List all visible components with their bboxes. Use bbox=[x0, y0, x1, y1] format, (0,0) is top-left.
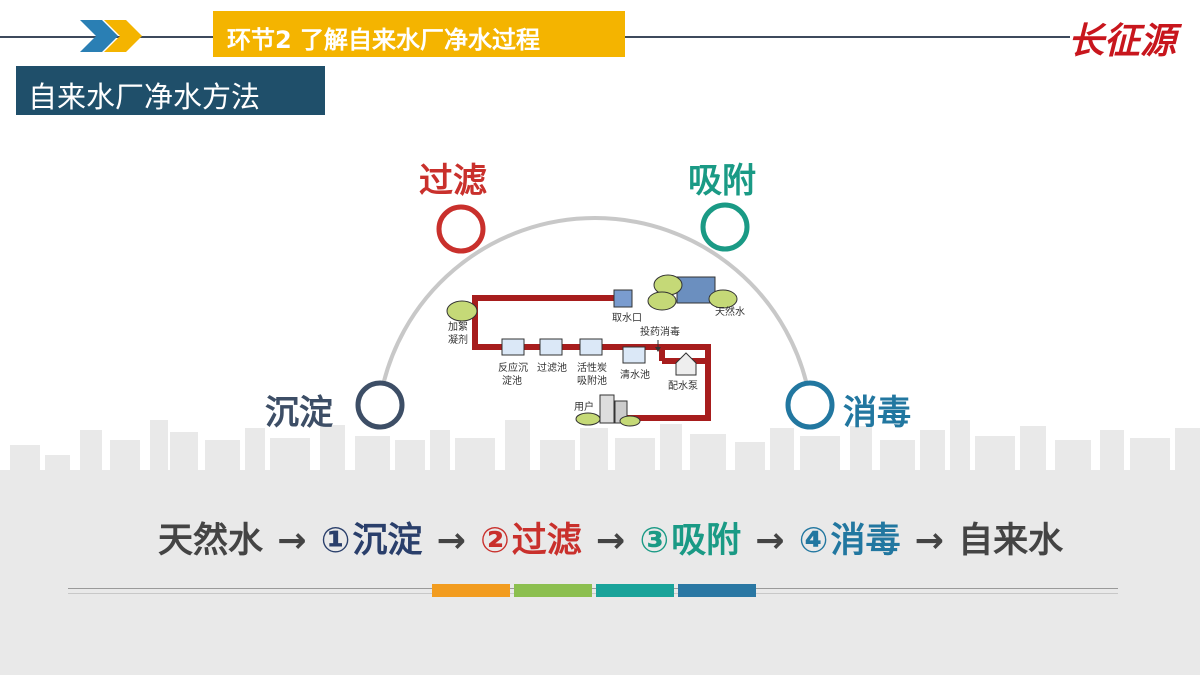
label-user: 用户 bbox=[574, 400, 594, 413]
method-label-sedimentation: 沉淀 bbox=[265, 393, 333, 433]
sedimentation-circle bbox=[355, 380, 405, 430]
intake-box bbox=[613, 289, 633, 308]
flow-step-3-num: ③ bbox=[639, 521, 670, 561]
flow-arrow: → bbox=[914, 521, 944, 561]
flow-arrow: → bbox=[277, 521, 307, 561]
flow-arrow: → bbox=[595, 521, 626, 561]
flow-end: 自来水 bbox=[958, 521, 1064, 561]
flow-start: 天然水 bbox=[158, 521, 264, 561]
label-clear-water: 清水池 bbox=[620, 368, 650, 381]
label-coagulant-1: 加絮 bbox=[448, 320, 468, 333]
section-title-tab: 环节2 了解自来水厂净水过程 bbox=[213, 11, 625, 57]
flow-step-2-label: 过滤 bbox=[511, 521, 582, 561]
label-natural-water: 天然水 bbox=[715, 305, 745, 318]
user-building bbox=[599, 394, 615, 424]
filter-tank bbox=[539, 338, 563, 356]
method-arc bbox=[378, 216, 812, 401]
label-pump: 配水泵 bbox=[668, 380, 698, 392]
disinfection-circle bbox=[785, 380, 835, 430]
label-intake: 取水口 bbox=[612, 312, 642, 324]
adsorption-circle bbox=[700, 202, 750, 252]
flow-step-1-num: ① bbox=[320, 521, 351, 561]
method-label-adsorption: 吸附 bbox=[688, 161, 756, 201]
water-plant-diagram: 取水口 天然水 加絮 凝剂 投药消毒 反应沉 淀池 过滤池 活性炭 吸附池 清水… bbox=[446, 274, 745, 427]
subtitle-text: 自来水厂净水方法 bbox=[28, 80, 261, 114]
bottom-bar-orange bbox=[432, 584, 510, 597]
brand-logo: 长征源 bbox=[1068, 20, 1177, 62]
flow-arrow: → bbox=[755, 521, 785, 561]
method-label-filtration: 过滤 bbox=[419, 161, 487, 201]
bottom-bar-blue bbox=[678, 584, 756, 597]
flow-step-4-label: 消毒 bbox=[830, 521, 901, 561]
label-sedimentation-1: 反应沉 bbox=[498, 361, 528, 374]
carbon-tank bbox=[579, 338, 603, 356]
bottom-bar-teal bbox=[596, 584, 674, 597]
process-flow-row: 天然水 → ①沉淀 → ②过滤 → ③吸附 → ④消毒 → 自来水 bbox=[158, 512, 1065, 563]
pump-house bbox=[675, 352, 697, 376]
flow-step-3-label: 吸附 bbox=[671, 521, 742, 561]
label-filter: 过滤池 bbox=[537, 361, 567, 374]
label-carbon-1: 活性炭 bbox=[577, 361, 607, 374]
label-sedimentation-2: 淀池 bbox=[502, 374, 522, 387]
flow-step-2-num: ② bbox=[480, 521, 510, 561]
bottom-divider-line bbox=[68, 588, 1118, 594]
label-carbon-2: 吸附池 bbox=[577, 374, 607, 387]
filtration-circle bbox=[436, 204, 486, 254]
flow-step-4-num: ④ bbox=[798, 521, 829, 561]
subtitle-box: 自来水厂净水方法 bbox=[16, 66, 325, 115]
clear-water-tank bbox=[622, 346, 646, 364]
label-coagulant-2: 凝剂 bbox=[448, 333, 468, 346]
sedimentation-tank bbox=[501, 338, 525, 356]
label-dosing: 投药消毒 bbox=[640, 325, 680, 338]
flow-arrow: → bbox=[436, 521, 466, 561]
bottom-bar-green bbox=[514, 584, 592, 597]
method-label-disinfection: 消毒 bbox=[843, 393, 911, 433]
double-chevron-icon bbox=[80, 20, 142, 52]
flow-step-1-label: 沉淀 bbox=[352, 521, 423, 561]
section-title: 环节2 了解自来水厂净水过程 bbox=[227, 26, 541, 54]
